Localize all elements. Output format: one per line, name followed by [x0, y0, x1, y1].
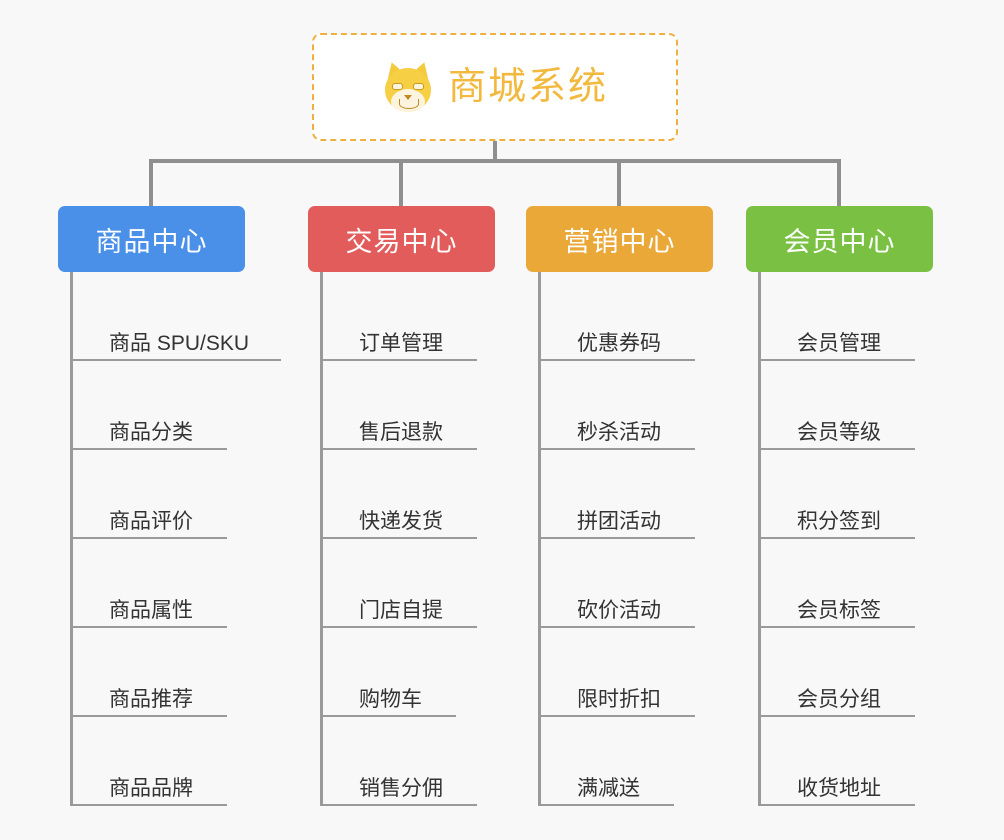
leaf-underline: [761, 626, 915, 628]
leaf-underline: [541, 448, 695, 450]
category-header-2[interactable]: 交易中心: [308, 206, 495, 272]
leaf-underline: [323, 715, 456, 717]
leaf-underline: [541, 626, 695, 628]
branch-column-4: 会员中心 会员管理 会员等级 积分签到 会员标签 会员分组: [746, 206, 933, 806]
leaf-underline: [761, 359, 915, 361]
branch-column-1: 商品中心 商品 SPU/SKU 商品分类 商品评价 商品属性 商品推荐: [58, 206, 281, 806]
leaf-list-1: 商品 SPU/SKU 商品分类 商品评价 商品属性 商品推荐 商品品牌: [70, 272, 281, 806]
connector-drop-交易中心: [399, 159, 403, 206]
leaf-item[interactable]: 收货地址: [761, 717, 933, 806]
leaf-item[interactable]: 会员等级: [761, 361, 933, 450]
leaf-item[interactable]: 会员分组: [761, 628, 933, 717]
leaf-item[interactable]: 销售分佣: [323, 717, 495, 806]
category-header-3[interactable]: 营销中心: [526, 206, 713, 272]
leaf-label: 快递发货: [359, 510, 443, 533]
leaf-underline: [73, 359, 281, 361]
leaf-item[interactable]: 订单管理: [323, 272, 495, 361]
leaf-label: 商品评价: [109, 510, 193, 533]
leaf-underline: [323, 804, 477, 806]
category-header-4[interactable]: 会员中心: [746, 206, 933, 272]
leaf-label: 会员管理: [797, 332, 881, 355]
leaf-item[interactable]: 售后退款: [323, 361, 495, 450]
category-title-4: 会员中心: [783, 226, 896, 257]
branch-column-2: 交易中心 订单管理 售后退款 快递发货 门店自提 购物车: [308, 206, 495, 806]
leaf-underline: [73, 448, 227, 450]
connector-drop-会员中心: [837, 159, 841, 206]
leaf-label: 商品 SPU/SKU: [109, 332, 250, 355]
leaf-label: 商品推荐: [109, 688, 193, 711]
leaf-label: 积分签到: [797, 510, 881, 533]
leaf-underline: [73, 715, 227, 717]
leaf-item[interactable]: 优惠券码: [541, 272, 713, 361]
connector-drop-商品中心: [149, 159, 153, 206]
leaf-label: 砍价活动: [577, 599, 661, 622]
leaf-list-4: 会员管理 会员等级 积分签到 会员标签 会员分组 收货地址: [758, 272, 933, 806]
leaf-label: 会员标签: [797, 599, 881, 622]
leaf-list-2: 订单管理 售后退款 快递发货 门店自提 购物车 销售分佣: [320, 272, 495, 806]
leaf-label: 会员分组: [797, 688, 881, 711]
connector-drop-营销中心: [617, 159, 621, 206]
leaf-label: 商品品牌: [109, 777, 193, 800]
category-title-1: 商品中心: [95, 226, 208, 257]
shiba-inu-icon: [382, 59, 434, 113]
leaf-list-3: 优惠券码 秒杀活动 拼团活动 砍价活动 限时折扣 满减送: [538, 272, 713, 806]
leaf-item[interactable]: 商品评价: [73, 450, 249, 539]
leaf-underline: [761, 804, 915, 806]
leaf-label: 优惠券码: [577, 332, 661, 355]
root-node[interactable]: 商城系统: [312, 33, 678, 141]
leaf-label: 拼团活动: [577, 510, 661, 533]
leaf-item[interactable]: 拼团活动: [541, 450, 713, 539]
category-title-2: 交易中心: [345, 226, 458, 257]
leaf-underline: [541, 359, 695, 361]
leaf-item[interactable]: 快递发货: [323, 450, 495, 539]
leaf-item[interactable]: 限时折扣: [541, 628, 713, 717]
leaf-underline: [541, 715, 695, 717]
leaf-item[interactable]: 商品属性: [73, 539, 249, 628]
leaf-item[interactable]: 砍价活动: [541, 539, 713, 628]
leaf-underline: [541, 537, 695, 539]
leaf-item[interactable]: 购物车: [323, 628, 495, 717]
leaf-label: 满减送: [577, 777, 640, 800]
leaf-item[interactable]: 秒杀活动: [541, 361, 713, 450]
leaf-item[interactable]: 会员标签: [761, 539, 933, 628]
leaf-underline: [761, 715, 915, 717]
leaf-underline: [761, 448, 915, 450]
leaf-underline: [73, 537, 227, 539]
leaf-item[interactable]: 商品 SPU/SKU: [73, 272, 281, 361]
leaf-underline: [761, 537, 915, 539]
leaf-item[interactable]: 会员管理: [761, 272, 933, 361]
leaf-label: 商品属性: [109, 599, 193, 622]
leaf-underline: [323, 626, 477, 628]
leaf-label: 会员等级: [797, 421, 881, 444]
leaf-item[interactable]: 商品品牌: [73, 717, 249, 806]
leaf-underline: [73, 626, 227, 628]
category-header-1[interactable]: 商品中心: [58, 206, 245, 272]
leaf-item[interactable]: 积分签到: [761, 450, 933, 539]
leaf-label: 秒杀活动: [577, 421, 661, 444]
leaf-label: 收货地址: [797, 777, 881, 800]
leaf-label: 购物车: [359, 688, 422, 711]
leaf-label: 销售分佣: [359, 777, 443, 800]
leaf-underline: [323, 359, 477, 361]
leaf-underline: [323, 448, 477, 450]
leaf-underline: [541, 804, 674, 806]
branch-column-3: 营销中心 优惠券码 秒杀活动 拼团活动 砍价活动 限时折扣: [526, 206, 713, 806]
leaf-item[interactable]: 商品推荐: [73, 628, 249, 717]
root-title: 商城系统: [447, 66, 608, 108]
leaf-label: 限时折扣: [577, 688, 661, 711]
leaf-label: 商品分类: [109, 421, 193, 444]
connector-horizontal-bus: [149, 159, 841, 163]
leaf-item[interactable]: 满减送: [541, 717, 713, 806]
connector-root-stem: [493, 141, 497, 162]
leaf-label: 售后退款: [359, 421, 443, 444]
category-title-3: 营销中心: [563, 226, 676, 257]
leaf-label: 门店自提: [359, 599, 443, 622]
leaf-underline: [73, 804, 227, 806]
leaf-underline: [323, 537, 477, 539]
leaf-item[interactable]: 商品分类: [73, 361, 249, 450]
leaf-item[interactable]: 门店自提: [323, 539, 495, 628]
leaf-label: 订单管理: [359, 332, 443, 355]
